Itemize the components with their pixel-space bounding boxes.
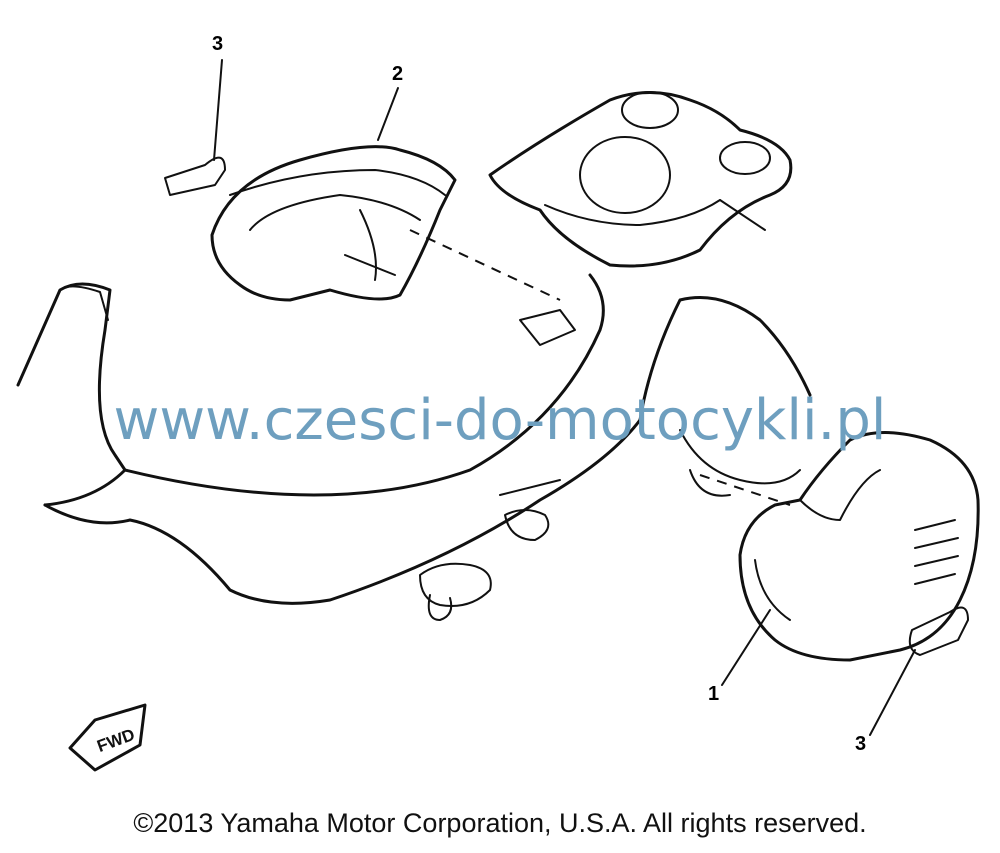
clip-part-3-upper bbox=[164, 156, 226, 196]
cover-part-2 bbox=[210, 145, 561, 302]
cover-part-1 bbox=[699, 431, 980, 662]
frame-outline bbox=[16, 273, 812, 621]
callout-part-3-lower: 3 bbox=[855, 733, 866, 755]
fwd-arrow-icon: FWD bbox=[68, 703, 147, 772]
leader-lines bbox=[213, 59, 916, 736]
watermark: www.czesci-do-motocykli.pl bbox=[113, 388, 887, 453]
copyright-notice: ©2013 Yamaha Motor Corporation, U.S.A. A… bbox=[133, 808, 867, 838]
callout-part-1: 1 bbox=[708, 683, 719, 705]
callout-part-2: 2 bbox=[392, 63, 403, 85]
clip-part-3-lower bbox=[908, 606, 969, 656]
instrument-panel bbox=[488, 91, 793, 268]
callout-part-3-upper: 3 bbox=[212, 33, 223, 55]
